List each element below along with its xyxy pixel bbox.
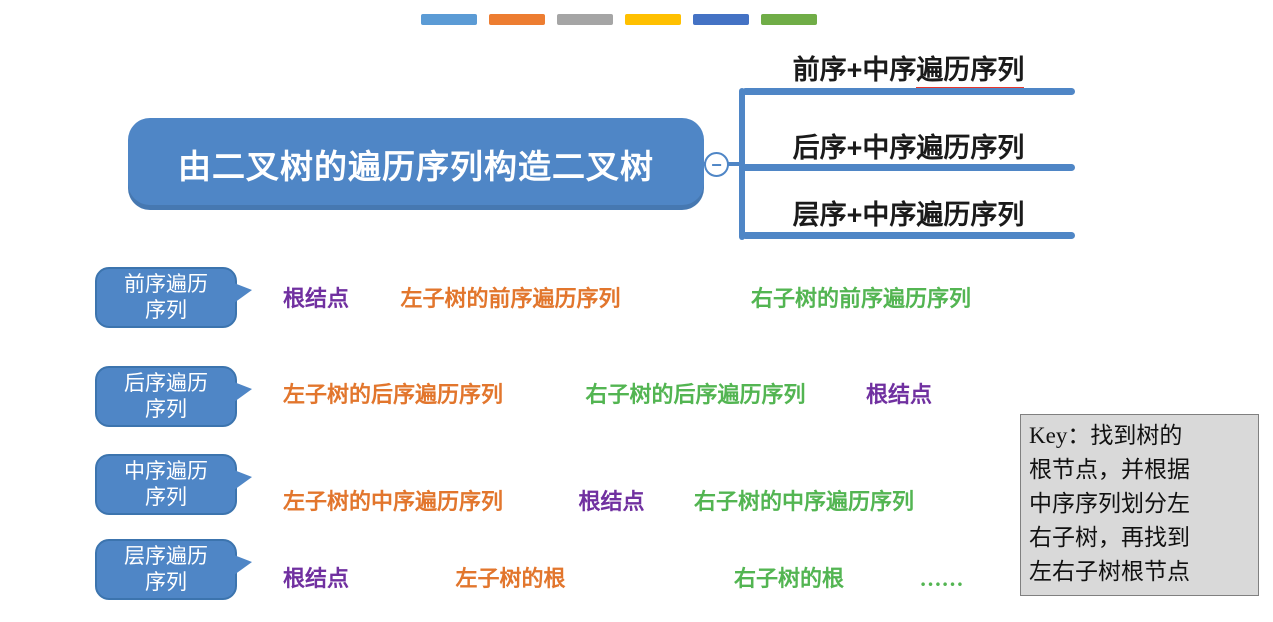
sequence-segment: 左子树的根: [455, 566, 566, 591]
minus-icon: −: [711, 154, 722, 175]
sequence-segment: 根结点: [578, 489, 645, 514]
branch-line: [742, 164, 1075, 171]
preorder-decomposition-row: 根结点 左子树的前序遍历序列 右子树的前序遍历序列: [283, 281, 971, 313]
collapse-toggle-button[interactable]: −: [704, 152, 729, 177]
row-label-inorder-sequence: 中序遍历 序列: [95, 454, 252, 515]
sequence-segment: 根结点: [283, 286, 350, 311]
branch-line: [742, 232, 1075, 239]
palette-strip: [421, 14, 817, 25]
palette-dash: [761, 14, 817, 25]
bubble-label-line: 序列: [145, 569, 187, 594]
root-topic-label: 由二叉树的遍历序列构造二叉树: [178, 148, 654, 185]
sequence-segment: ……: [919, 566, 964, 591]
palette-dash: [557, 14, 613, 25]
sequence-segment: 左子树的前序遍历序列: [400, 286, 621, 311]
key-note-line: Key：找到树的: [1029, 423, 1183, 448]
sequence-segment: 右子树的根: [734, 566, 845, 591]
branch-label-text: 前序+中序: [792, 55, 917, 85]
sequence-segment: 右子树的前序遍历序列: [751, 286, 972, 311]
branch-label-underlined-text: 遍历序列: [916, 55, 1025, 92]
palette-dash: [489, 14, 545, 25]
sequence-segment: 根结点: [283, 566, 350, 591]
bubble-label-line: 序列: [145, 396, 187, 421]
inorder-decomposition-row: 左子树的中序遍历序列 根结点 右子树的中序遍历序列: [283, 484, 914, 516]
key-note-line: 左右子树根节点: [1029, 559, 1190, 584]
bubble-label-line: 层序遍历: [124, 543, 208, 568]
bubble-label-line: 序列: [145, 297, 187, 322]
key-note-line: 右子树，再找到: [1029, 525, 1190, 550]
palette-dash: [693, 14, 749, 25]
branch-connector: [739, 88, 745, 240]
postorder-decomposition-row: 左子树的后序遍历序列 右子树的后序遍历序列 根结点: [283, 377, 932, 409]
bubble-label-line: 中序遍历: [124, 458, 208, 483]
key-note: Key：找到树的 根节点，并根据 中序序列划分左 右子树，再找到 左右子树根节点: [1020, 414, 1259, 596]
row-label-postorder-sequence: 后序遍历 序列: [95, 366, 252, 427]
palette-dash: [421, 14, 477, 25]
branch-topic-preorder-inorder: 前序+中序遍历序列: [742, 48, 1075, 92]
bubble-label-line: 序列: [145, 484, 187, 509]
sequence-segment: 左子树的后序遍历序列: [283, 382, 504, 407]
bubble-label-line: 后序遍历: [124, 370, 208, 395]
sequence-segment: 右子树的中序遍历序列: [694, 489, 915, 514]
sequence-segment: 根结点: [866, 382, 933, 407]
branch-topic-postorder-inorder: 后序+中序遍历序列: [742, 126, 1075, 165]
branch-label-text: 后序+中序遍历序列: [792, 133, 1025, 163]
root-topic: 由二叉树的遍历序列构造二叉树: [128, 118, 704, 210]
branch-line: [742, 88, 1075, 95]
bubble-label-line: 前序遍历: [124, 271, 208, 296]
levelorder-decomposition-row: 根结点 左子树的根 右子树的根 ……: [283, 561, 964, 593]
sequence-segment: 左子树的中序遍历序列: [283, 489, 504, 514]
branch-topic-levelorder-inorder: 层序+中序遍历序列: [742, 193, 1075, 232]
palette-dash: [625, 14, 681, 25]
row-label-preorder-sequence: 前序遍历 序列: [95, 267, 252, 328]
sequence-segment: 右子树的后序遍历序列: [585, 382, 806, 407]
key-note-line: 中序序列划分左: [1029, 491, 1190, 516]
branch-label-text: 层序+中序遍历序列: [792, 200, 1025, 230]
row-label-levelorder-sequence: 层序遍历 序列: [95, 539, 252, 600]
key-note-line: 根节点，并根据: [1029, 457, 1190, 482]
